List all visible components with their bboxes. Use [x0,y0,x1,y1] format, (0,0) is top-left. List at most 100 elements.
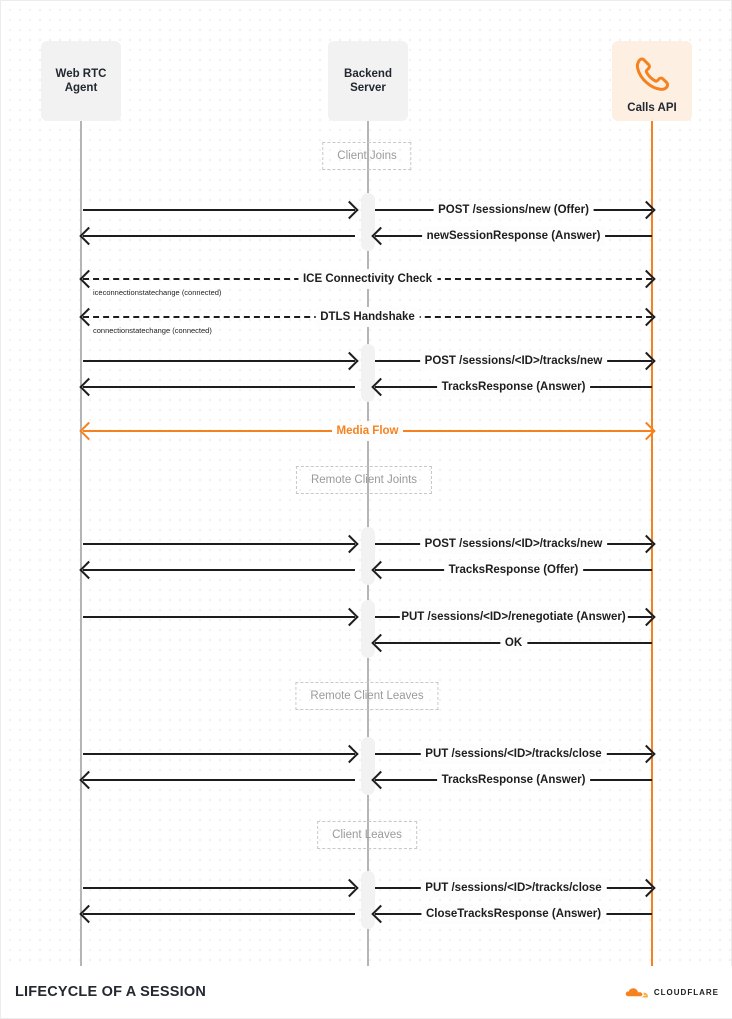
arrowhead-left-icon [371,904,390,924]
arrowhead-left-icon [371,770,390,790]
message-label: POST /sessions/new (Offer) [433,200,594,220]
footer: LIFECYCLE OF A SESSION CLOUDFLARE [1,966,732,1018]
phone-icon [635,57,670,91]
message-label: POST /sessions/<ID>/tracks/new [419,351,608,371]
message-segment-backend-calls: PUT /sessions/<ID>/tracks/close [375,878,656,898]
section-note-remote-client-joins: Remote Client Joints [295,466,433,494]
cloudflare-cloud-icon [625,987,648,997]
message-line [83,913,355,915]
lifeline-calls-api [651,121,653,966]
message-segment-backend-calls: CloseTracksResponse (Answer) [371,904,652,924]
arrowhead-right-icon [340,200,359,220]
section-note-client-leaves: Client Leaves [317,821,417,849]
message-segment-agent-calls: ICE Connectivity Check iceconnectionstat… [79,269,656,297]
cloudflare-brand: CLOUDFLARE [624,986,719,999]
message-segment-backend-calls: PUT /sessions/<ID>/tracks/close [375,744,656,764]
arrowhead-left-icon [371,226,390,246]
activation-bar [361,193,375,251]
actor-web-rtc-agent: Web RTC Agent [41,41,121,121]
arrowhead-right-icon [340,534,359,554]
arrowhead-left-icon [79,377,98,397]
arrowhead-left-icon [371,377,390,397]
message-label: TracksResponse (Answer) [436,377,591,397]
arrowhead-left-icon [371,633,390,653]
activation-bar [361,737,375,795]
activation-bar [361,600,375,658]
actor-backend-server: Backend Server [328,41,408,121]
message-line [83,543,355,545]
cloudflare-wordmark: CLOUDFLARE [653,987,719,997]
message-segment-backend-calls: PUT /sessions/<ID>/renegotiate (Answer) [375,607,656,627]
page-title: LIFECYCLE OF A SESSION [15,984,207,1000]
message-line [83,616,355,618]
message-label: TracksResponse (Answer) [436,770,591,790]
message-segment-backend-calls: TracksResponse (Offer) [371,560,652,580]
lifeline-web-rtc-agent [80,121,82,966]
message-label: POST /sessions/<ID>/tracks/new [419,534,608,554]
message-segment-agent-backend [83,351,359,371]
message-line [83,569,355,571]
message-segment-backend-calls: POST /sessions/new (Offer) [375,200,656,220]
message-segment-backend-calls: OK [371,633,652,653]
message-segment-agent-backend [83,607,359,627]
message-segment-agent-calls: DTLS Handshake connectionstatechange (co… [79,307,656,335]
message-segment-agent-backend [79,226,355,246]
arrowhead-left-icon [79,904,98,924]
message-segment-backend-calls: POST /sessions/<ID>/tracks/new [375,351,656,371]
message-label: OK [499,633,528,653]
arrowhead-left-icon [371,560,390,580]
message-sublabel: iceconnectionstatechange (connected) [93,288,222,297]
arrowhead-right-icon [340,744,359,764]
message-line [83,360,355,362]
section-note-label: Client Leaves [332,829,402,841]
message-label: Media Flow [331,421,404,441]
arrowhead-left-icon [79,421,98,441]
message-line [83,753,355,755]
section-note-label: Remote Client Leaves [310,690,424,702]
message-label: CloseTracksResponse (Answer) [420,904,607,924]
arrowhead-left-icon [79,560,98,580]
section-note-remote-client-leaves: Remote Client Leaves [295,682,439,710]
message-label: PUT /sessions/<ID>/tracks/close [420,744,607,764]
arrowhead-left-icon [79,269,98,289]
arrowhead-left-icon [79,307,98,327]
message-segment-agent-backend [83,878,359,898]
message-line [83,209,355,211]
arrowhead-right-icon [340,351,359,371]
message-segment-agent-backend [83,744,359,764]
message-label: PUT /sessions/<ID>/tracks/close [420,878,607,898]
arrowhead-right-icon [340,607,359,627]
message-line [83,235,355,237]
section-note-label: Remote Client Joints [310,474,418,486]
message-label: ICE Connectivity Check [297,269,438,289]
message-label: DTLS Handshake [315,307,420,327]
message-segment-agent-backend [79,770,355,790]
activation-bar [361,527,375,585]
message-line [83,887,355,889]
arrowhead-right-icon [340,878,359,898]
actor-label-line1: Web RTC [55,67,107,80]
actor-label-line2: Server [350,82,386,94]
message-segment-backend-calls: POST /sessions/<ID>/tracks/new [375,534,656,554]
arrowhead-left-icon [79,770,98,790]
message-segment-backend-calls: newSessionResponse (Answer) [371,226,652,246]
message-sublabel: connectionstatechange (connected) [93,326,212,335]
activation-bar [361,871,375,929]
message-line [83,779,355,781]
message-segment-agent-backend [79,377,355,397]
activation-bar [361,344,375,402]
message-label: TracksResponse (Offer) [443,560,584,580]
actor-label-line2: Agent [64,82,98,94]
message-segment-backend-calls: TracksResponse (Answer) [371,377,652,397]
actor-label-line1: Calls API [627,102,677,114]
actor-calls-api: Calls API [612,41,692,121]
message-label: PUT /sessions/<ID>/renegotiate (Answer) [399,607,628,627]
message-segment-agent-calls: Media Flow [79,421,656,441]
section-note-label: Client Joins [337,150,397,162]
section-note-client-joins: Client Joins [322,142,412,170]
message-line [83,386,355,388]
message-segment-agent-backend [79,904,355,924]
message-segment-backend-calls: TracksResponse (Answer) [371,770,652,790]
message-segment-agent-backend [83,534,359,554]
